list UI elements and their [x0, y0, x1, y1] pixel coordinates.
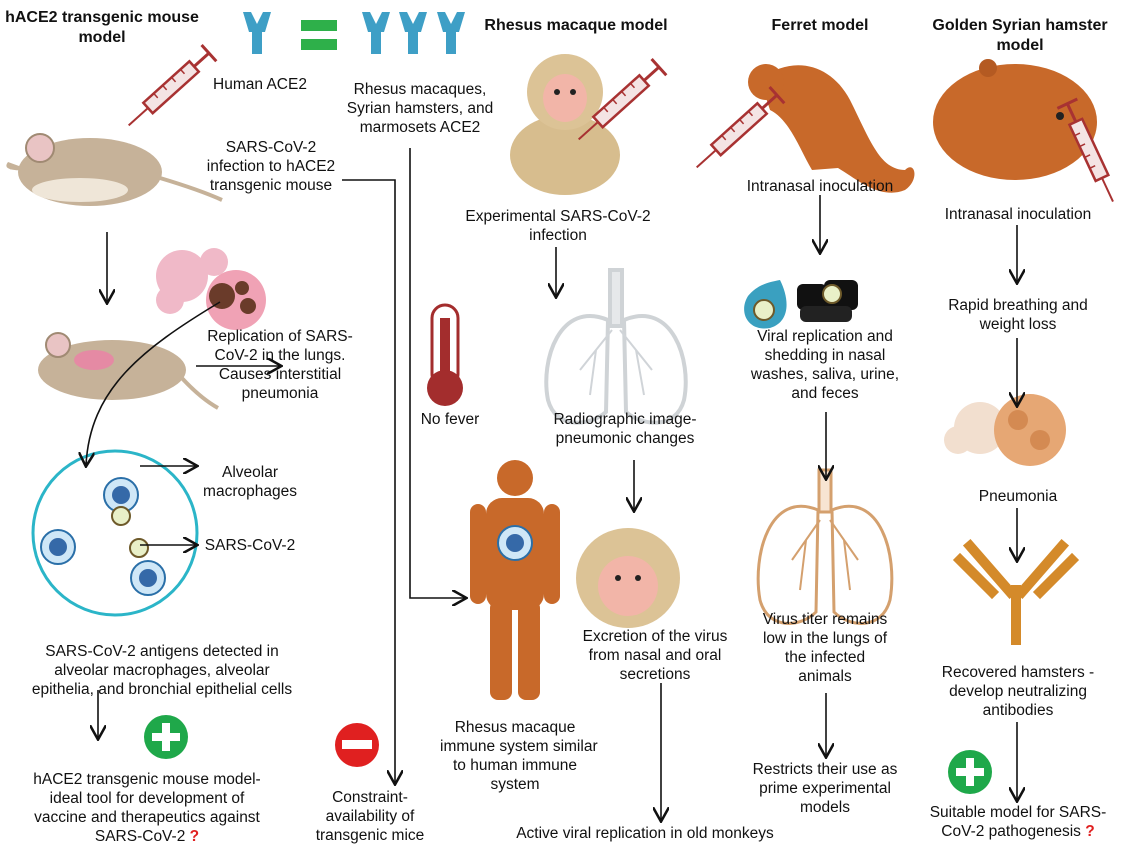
- hamster-alveoli-icon: [944, 394, 1066, 466]
- animal-ace2-label: Rhesus macaques, Syrian hamsters, and ma…: [340, 80, 500, 137]
- hamster-icon: [933, 59, 1097, 180]
- ferret-model-header: Ferret model: [760, 16, 880, 36]
- feces-virus-icon: [797, 280, 858, 322]
- mouse-replication-label: Replication of SARS- CoV-2 in the lungs.…: [200, 327, 360, 403]
- constraint-label: Constraint- availability of transgenic m…: [305, 788, 435, 845]
- virus-droplet-icon: [744, 280, 786, 329]
- human-figure-icon: [470, 460, 560, 700]
- plus-icon: [144, 715, 188, 759]
- lung-alveoli-icon: [156, 248, 266, 330]
- thermometer-icon: [427, 305, 463, 406]
- ferret-icon: [748, 64, 914, 193]
- equals-icon: [301, 20, 337, 50]
- hamster-inoculation-label: Intranasal inoculation: [918, 205, 1118, 224]
- hamster-plus-icon: [948, 750, 992, 794]
- hamster-model-header: Golden Syrian hamster model: [920, 16, 1120, 56]
- hamster-question-mark: ?: [1085, 823, 1094, 840]
- mouse-infection-label: SARS-CoV-2 infection to hACE2 transgenic…: [196, 138, 346, 195]
- radiograph-label: Radiographic image- pneumonic changes: [535, 410, 715, 448]
- mouse-antigens-label: SARS-CoV-2 antigens detected in alveolar…: [2, 642, 322, 699]
- no-fever-label: No fever: [410, 410, 490, 429]
- alveolar-magnified-circle: [33, 451, 197, 615]
- monkey-face-icon: [576, 528, 680, 628]
- hamster-pneumonia-label: Pneumonia: [958, 487, 1078, 506]
- human-ace2-receptor-icon: [243, 12, 271, 54]
- excretion-label: Excretion of the virus from nasal and or…: [560, 627, 750, 684]
- virus-particle-icon: [112, 507, 130, 525]
- alveolar-macrophages-label: Alveolar macrophages: [200, 463, 300, 501]
- ferret-titer-label: Virus titer remains low in the lungs of …: [745, 610, 905, 686]
- ferret-syringe-icon: [689, 87, 784, 176]
- sars-cov-2-label: SARS-CoV-2: [200, 536, 300, 555]
- mouse-model-header: hACE2 transgenic mouse model: [2, 8, 202, 48]
- ferret-inoculation-label: Intranasal inoculation: [720, 177, 920, 196]
- mouse-icon: [6, 134, 222, 206]
- mouse-conclusion-label: hACE2 transgenic mouse model- ideal tool…: [2, 770, 292, 846]
- ferret-restricts-label: Restricts their use as prime experimenta…: [735, 760, 915, 817]
- ferret-shedding-label: Viral replication and shedding in nasal …: [735, 327, 915, 403]
- lungs-icon: [546, 270, 685, 423]
- question-mark: ?: [190, 828, 199, 845]
- mouse-syringe-icon: [121, 45, 216, 134]
- minus-icon: [335, 723, 379, 767]
- human-ace2-label: Human ACE2: [205, 75, 315, 94]
- active-replication-label: Active viral replication in old monkeys: [455, 824, 835, 843]
- hamster-recovered-label: Recovered hamsters - develop neutralizin…: [928, 663, 1108, 720]
- macaque-infection-label: Experimental SARS-CoV-2 infection: [448, 207, 668, 245]
- hamster-suitable-label: Suitable model for SARS- CoV-2 pathogene…: [918, 803, 1118, 841]
- animal-ace2-receptors-icon: [362, 12, 465, 54]
- ferret-lungs-icon: [758, 470, 892, 623]
- hamster-breathing-label: Rapid breathing and weight loss: [928, 296, 1108, 334]
- macaque-model-header: Rhesus macaque model: [476, 16, 676, 36]
- antibody-icon: [960, 546, 1072, 640]
- immune-system-label: Rhesus macaque immune system similar to …: [440, 718, 590, 794]
- immune-cell-icon: [498, 526, 532, 560]
